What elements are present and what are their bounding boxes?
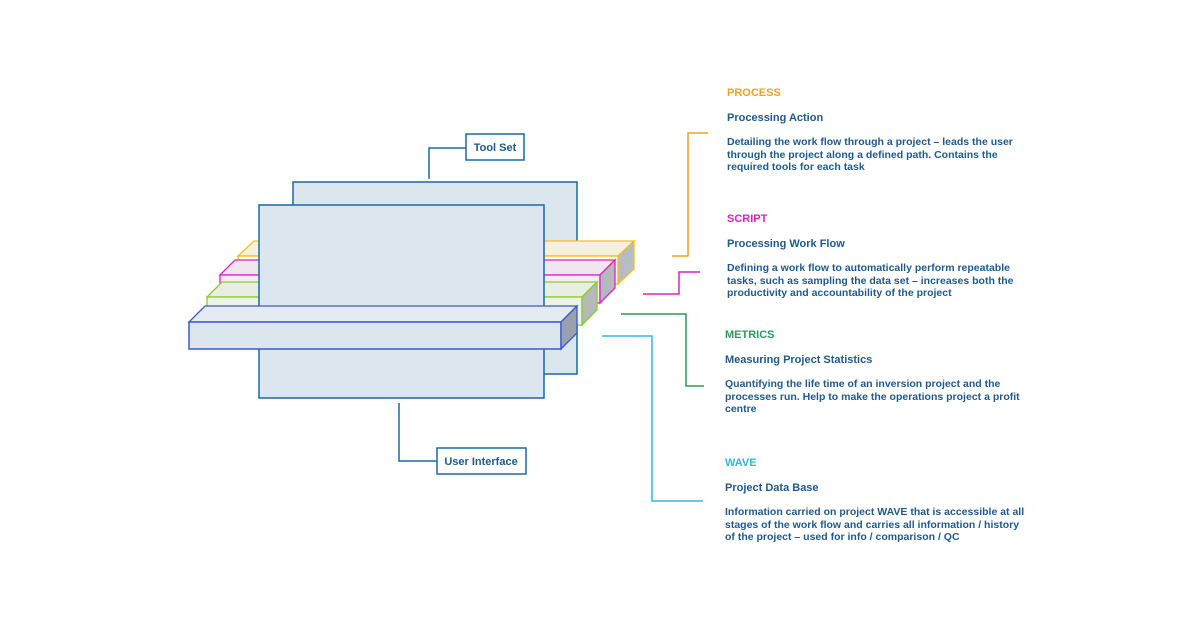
user-interface-front-panel [258, 204, 545, 399]
script-subtitle: Processing Work Flow [727, 237, 845, 250]
process-section: PROCESS Processing Action Detailing the … [727, 87, 1047, 174]
metrics-title: METRICS [725, 329, 775, 341]
tool-set-label: Tool Set [474, 142, 517, 154]
script-description: Defining a work flow to automatically pe… [727, 262, 1014, 299]
script-title: SCRIPT [727, 213, 768, 225]
wave-title: WAVE [725, 457, 757, 469]
process-subtitle: Processing Action [727, 111, 824, 124]
wave-connector [602, 335, 703, 502]
metrics-subtitle: Measuring Project Statistics [725, 353, 873, 366]
user-interface-label: User Interface [444, 456, 517, 468]
tool-set-leader-line [428, 147, 466, 179]
wave-layer [187, 304, 579, 351]
wave-section: WAVE Project Data Base Information carri… [725, 457, 1045, 544]
user-interface-label-box [436, 447, 527, 475]
process-description: Detailing the work flow through a projec… [727, 136, 1013, 173]
metrics-section: METRICS Measuring Project Statistics Qua… [725, 329, 1045, 416]
metrics-connector [621, 313, 704, 387]
wave-description: Information carried on project WAVE that… [725, 506, 1025, 543]
process-connector [672, 132, 708, 257]
metrics-description: Quantifying the life time of an inversio… [725, 378, 1020, 415]
script-section: SCRIPT Processing Work Flow Defining a w… [727, 213, 1047, 300]
process-title: PROCESS [727, 87, 781, 99]
tool-set-label-box [465, 133, 525, 161]
wave-subtitle: Project Data Base [725, 481, 819, 494]
script-connector [643, 271, 700, 295]
user-interface-leader-line [398, 403, 437, 462]
